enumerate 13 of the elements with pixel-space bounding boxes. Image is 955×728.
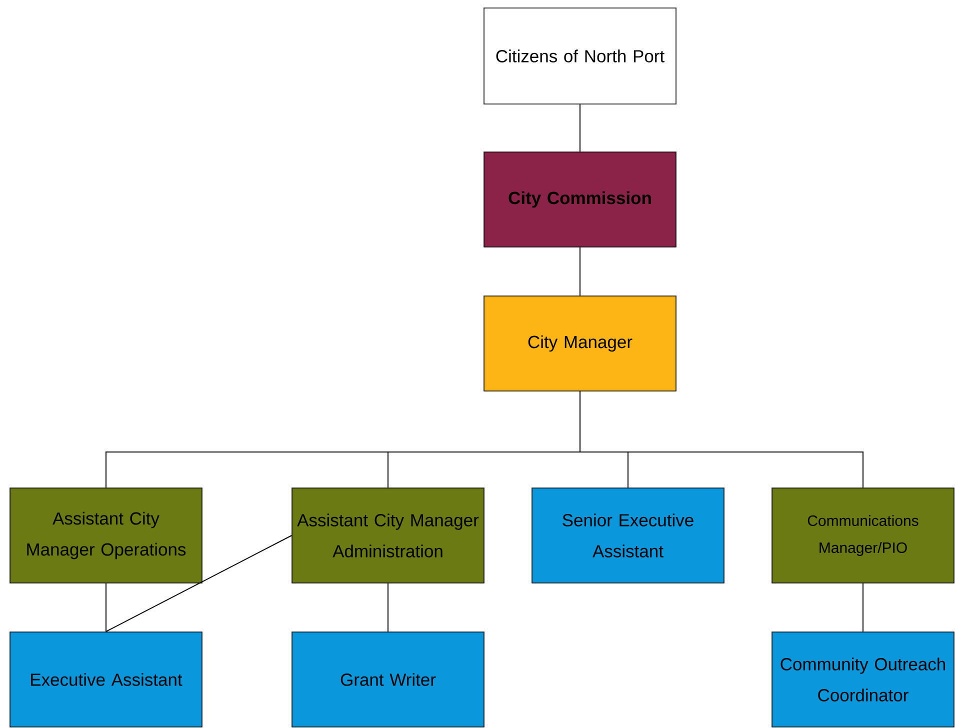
connector-line: [106, 535, 292, 632]
org-box: Citizens of North Port: [484, 8, 676, 104]
org-box: City Commission: [484, 152, 676, 248]
org-box: Communications Manager/PIO: [772, 488, 954, 584]
connector-line: [580, 390, 864, 488]
org-box: Executive Assistant: [10, 632, 202, 728]
org-box: Assistant City Manager Administration: [292, 488, 484, 584]
org-box: Senior Executive Assistant: [532, 488, 724, 584]
org-box: Grant Writer: [292, 632, 484, 728]
org-box: Assistant City Manager Operations: [10, 488, 202, 584]
connector-line: [862, 582, 864, 632]
org-box: City Manager: [484, 296, 676, 392]
org-box: Community Outreach Coordinator: [772, 632, 954, 728]
